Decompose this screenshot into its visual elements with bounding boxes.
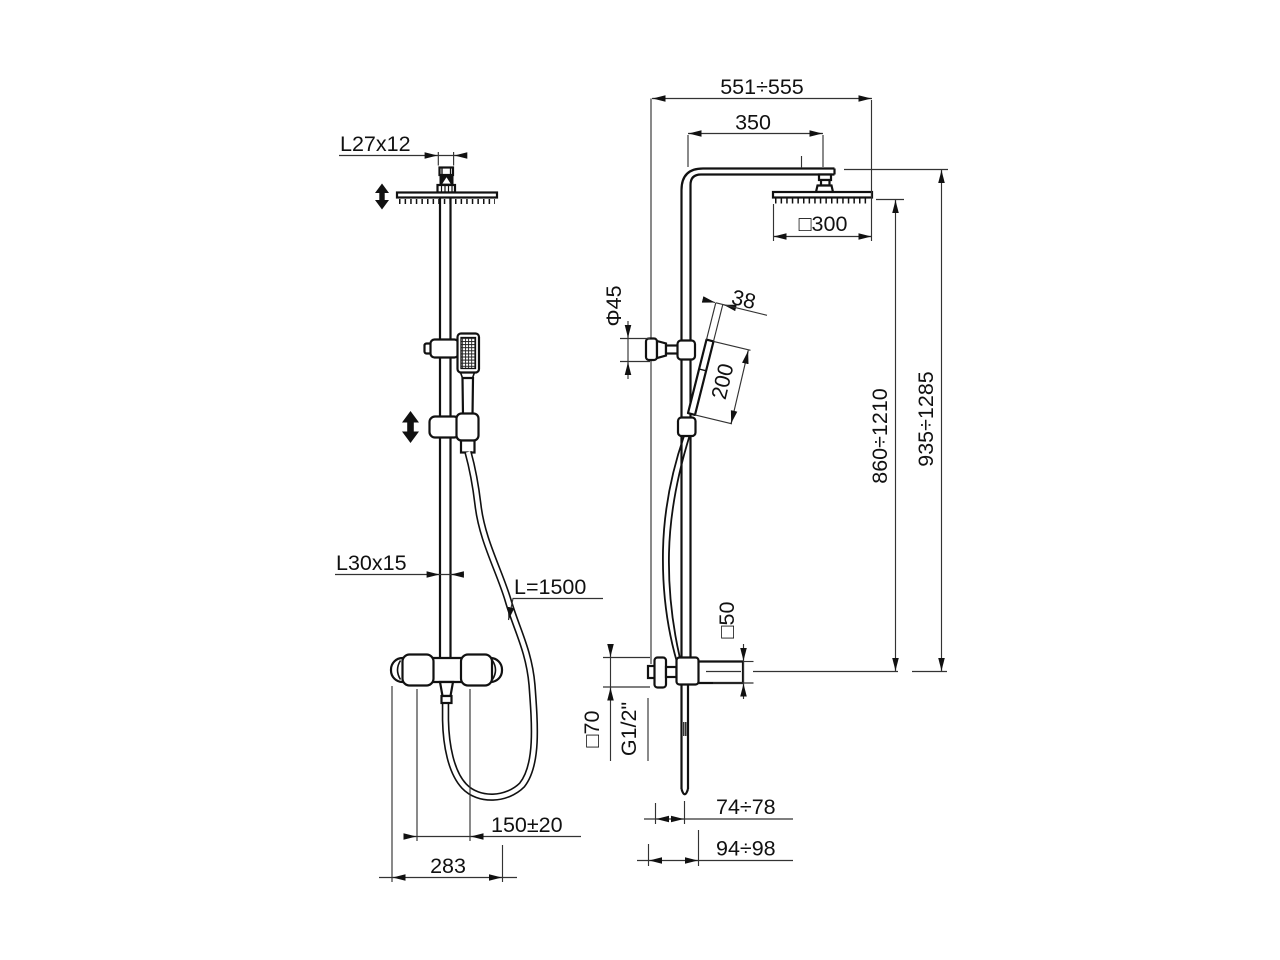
slider-bracket-front [428,412,480,454]
support-bracket-front [423,338,460,359]
side-view [644,167,874,796]
dim-label-rail-section-top: L27x12 [340,132,411,156]
dim-label-wall-to-hose: 74÷78 [716,795,776,819]
dim-label-arm-projection: 350 [735,111,771,135]
dim-label-union-diameter: Φ45 [602,285,626,326]
hanging-handle-side [680,684,690,796]
dim-label-wall-to-rail: 94÷98 [716,837,776,861]
dim-label-flange-size: □70 [580,711,604,748]
ceiling-fitting-front [436,166,457,194]
hand-shower-face [460,336,477,370]
dim-label-handshower-length: 200 [707,361,739,402]
adjustability-arrow-lower [402,411,419,443]
dim-label-body-depth: □50 [715,602,739,639]
shower-head-front [395,191,499,204]
dim-label-rail-height-range: 860÷1210 [868,388,892,484]
mixer-side [646,656,745,689]
dim-label-head-size: □300 [799,212,848,236]
dim-label-body-width: 283 [430,854,466,878]
thermostatic-mixer-front [389,653,504,705]
wall-union-side [644,337,697,362]
dim-label-rail-section: L30x15 [336,551,407,575]
adjustability-arrow-upper [375,183,389,210]
hand-shower-front [456,332,481,418]
dim-label-thread: G1/2" [617,702,641,756]
dim-label-total-height-range: 935÷1285 [914,371,938,467]
dim-label-handshower-width: 38 [729,285,758,314]
dimension-lines [335,95,948,882]
shower-head-side [771,173,874,204]
slider-bracket-side [676,416,697,438]
shower-hose-side [662,435,691,679]
dimension-labels: L27x12 L30x15 L=1500 150±20 283 551÷555 … [336,75,938,878]
dim-label-top-projection: 551÷555 [720,75,804,99]
dim-label-outlet-offset: 150±20 [491,813,563,837]
dim-label-hose-length: L=1500 [514,575,586,599]
front-view [375,166,539,801]
riser-rail-side [680,167,836,658]
shower-hose-front [441,450,539,801]
